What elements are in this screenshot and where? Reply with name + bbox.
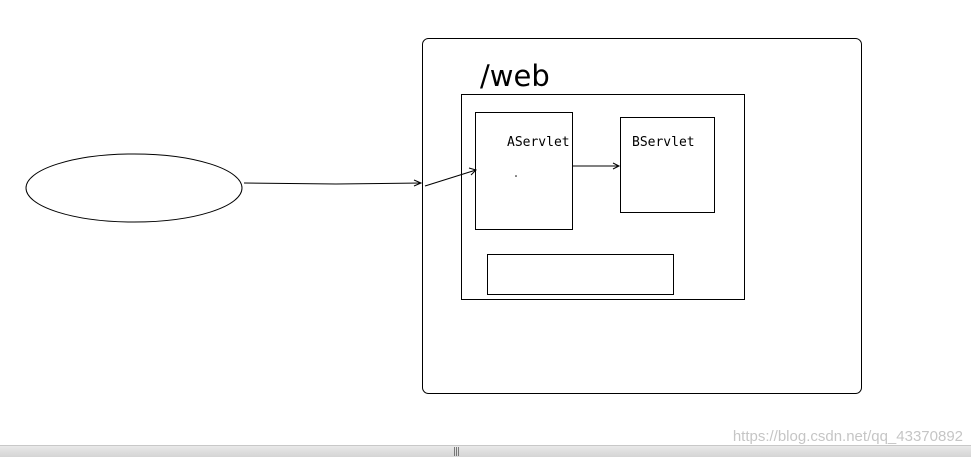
web-label: /web — [480, 59, 550, 93]
client-ellipse — [25, 153, 243, 223]
horizontal-scrollbar[interactable]: ||| — [0, 445, 971, 457]
request-arrow-line — [243, 182, 422, 185]
servlet-a-box — [475, 112, 573, 230]
grip-lines-icon[interactable]: ||| — [453, 447, 460, 457]
server-box — [422, 38, 862, 394]
servlet-a-label: AServlet — [507, 135, 570, 150]
dispatch-arrow-line — [424, 169, 477, 187]
diagram-canvas: /web AServlet BServlet — [25, 38, 862, 394]
stray-dot — [515, 175, 517, 177]
diagram-drawing — [25, 38, 862, 394]
servlet-b-label: BServlet — [632, 135, 695, 150]
watermark: https://blog.csdn.net/qq_43370892 — [732, 428, 963, 445]
request-arrowhead — [413, 179, 423, 187]
web-app-box — [461, 94, 745, 300]
servlet-b-box — [620, 117, 715, 213]
forward-arrowhead — [612, 162, 621, 170]
empty-box — [487, 254, 674, 295]
